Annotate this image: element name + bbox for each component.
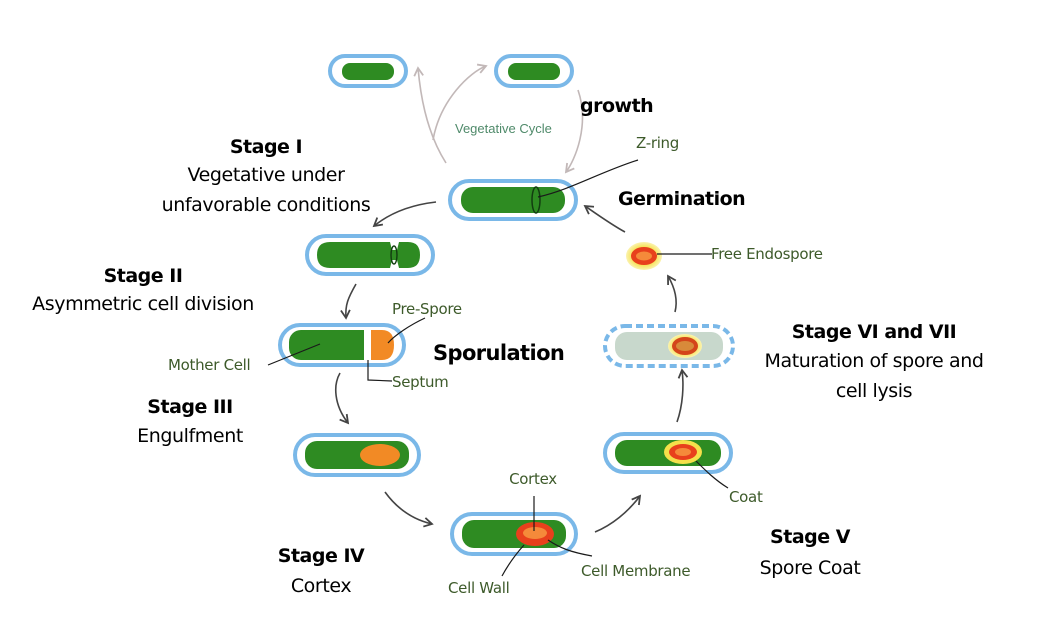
stage-3-cell xyxy=(293,433,421,477)
mother-cell xyxy=(289,330,364,360)
stage-6-7-cell xyxy=(603,324,735,368)
mother-cell-label: Mother Cell xyxy=(168,356,250,374)
cortex-label: Cortex xyxy=(509,470,557,488)
septum-cell: Pre-Spore Mother Cell Septum xyxy=(168,300,462,391)
free-endospore-label: Free Endospore xyxy=(711,245,823,263)
arrow-germination xyxy=(583,204,626,233)
svg-text:Asymmetric cell division: Asymmetric cell division xyxy=(32,293,254,315)
stage-4-cell: Cortex Cell Wall Cell Membrane xyxy=(448,470,691,597)
arrow-stage1-to-stage2 xyxy=(372,201,437,228)
pre-spore-label: Pre-Spore xyxy=(392,300,462,318)
vegetative-arrow-down xyxy=(564,89,584,174)
svg-text:Cortex: Cortex xyxy=(291,575,352,597)
stage-5-text: Stage V Spore Coat xyxy=(760,526,861,579)
vegetative-arrow-left xyxy=(413,66,447,164)
svg-text:Stage III: Stage III xyxy=(147,396,232,418)
daughter-cell-left xyxy=(328,54,408,88)
svg-text:Maturation of spore and: Maturation of spore and xyxy=(764,350,983,372)
cell-membrane-label: Cell Membrane xyxy=(581,562,690,580)
svg-text:Spore Coat: Spore Coat xyxy=(760,557,861,579)
arrow-stage4-to-stage5 xyxy=(594,494,642,533)
vegetative-arrow-up xyxy=(432,63,488,141)
arrow-stage3-to-stage4 xyxy=(384,491,434,528)
svg-text:unfavorable conditions: unfavorable conditions xyxy=(162,194,371,216)
stage-1-text: Stage I Vegetative under unfavorable con… xyxy=(162,136,371,216)
vegetative-cycle: Vegetative Cycle growth xyxy=(328,54,654,174)
stage-5-cell: Coat xyxy=(603,432,763,506)
growth-label: growth xyxy=(580,95,653,117)
cell-wall-label: Cell Wall xyxy=(448,579,510,597)
svg-text:Stage V: Stage V xyxy=(770,526,851,548)
daughter-cell-right xyxy=(494,54,574,88)
septum-label: Septum xyxy=(392,373,448,391)
sporulation-title: Sporulation xyxy=(433,341,564,365)
arrow-stage5-to-stage6 xyxy=(676,368,689,423)
z-ring xyxy=(531,186,541,214)
engulfed-forespore xyxy=(360,444,400,466)
svg-text:Engulfment: Engulfment xyxy=(137,425,243,447)
coat-label: Coat xyxy=(729,488,763,506)
stage-4-text: Stage IV Cortex xyxy=(278,545,366,597)
svg-text:cell lysis: cell lysis xyxy=(836,380,912,402)
svg-text:Stage I: Stage I xyxy=(230,136,302,158)
arrow-stage6-to-free-spore xyxy=(667,274,677,313)
free-endospore: Free Endospore xyxy=(626,242,823,270)
germination-label: Germination xyxy=(618,188,745,210)
svg-text:Vegetative under: Vegetative under xyxy=(187,164,345,186)
stage-2-text: Stage II Asymmetric cell division xyxy=(32,265,254,315)
pre-spore xyxy=(371,330,394,360)
vegetative-cycle-label: Vegetative Cycle xyxy=(455,121,552,136)
arrow-septum-to-stage3 xyxy=(334,372,350,425)
svg-text:Stage VI and VII: Stage VI and VII xyxy=(792,321,956,343)
svg-text:Stage IV: Stage IV xyxy=(278,545,365,567)
svg-text:Stage II: Stage II xyxy=(104,265,183,287)
z-ring-label: Z-ring xyxy=(636,134,679,152)
stage-3-text: Stage III Engulfment xyxy=(137,396,243,447)
stage-1-cell: Z-ring xyxy=(448,134,679,221)
stage-2-cell xyxy=(305,234,435,276)
arrow-stage2-to-septum xyxy=(340,283,357,320)
stage-6-7-text: Stage VI and VII Maturation of spore and… xyxy=(764,321,983,402)
